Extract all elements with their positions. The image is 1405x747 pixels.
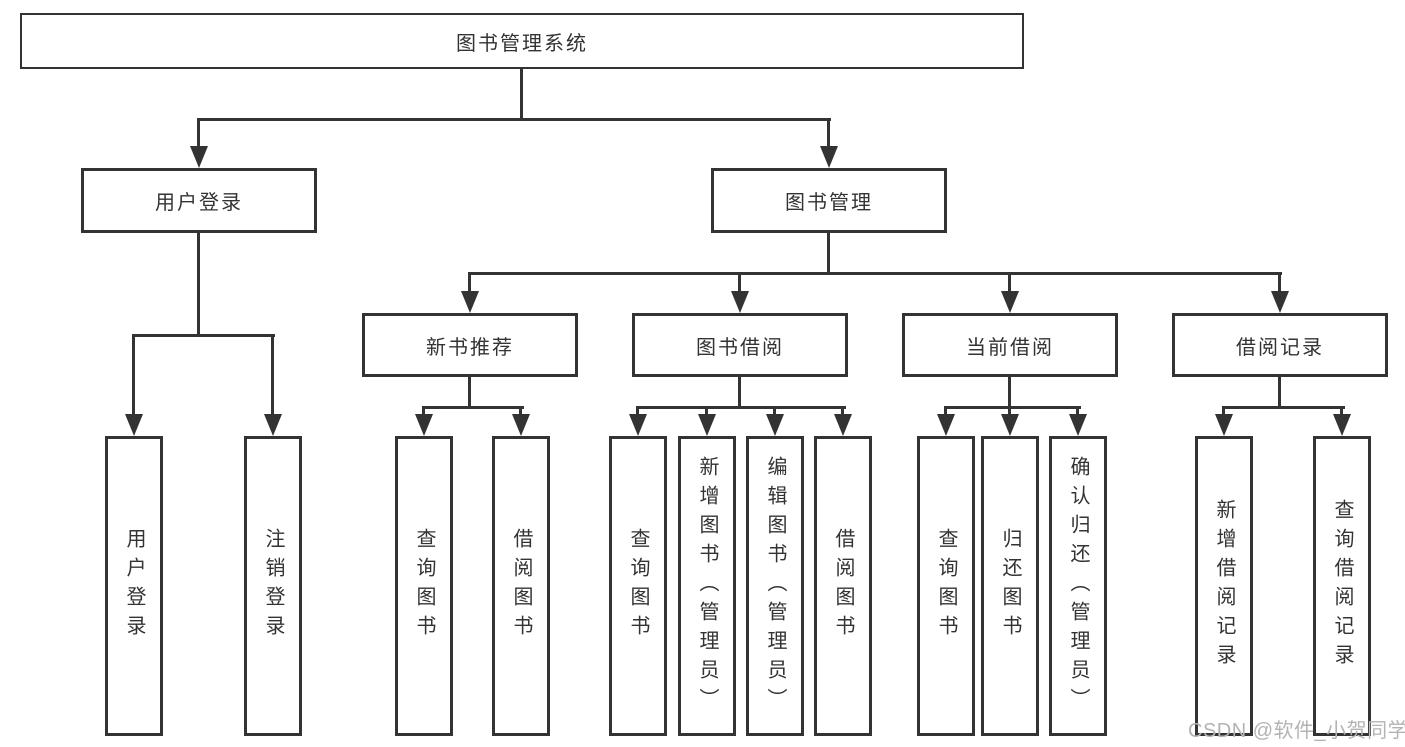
leaf-user-login: 用户登录 [105,436,163,736]
arrowhead-leaf [834,414,852,436]
arrowhead-book-borrow [731,291,749,313]
connector-stub [944,406,947,414]
arrowhead-leaf [1069,414,1087,436]
arrowhead-leaf [512,414,530,436]
connector-bookborrow-branch [636,406,846,409]
arrowhead-leaf-logout [264,414,282,436]
connector-currentborrow-drop [1008,377,1011,409]
node-label: 图书借阅 [696,336,784,359]
connector-userlogin-branch [132,334,275,337]
leaf-current-query-books: 查询图书 [917,436,975,736]
arrowhead-leaf-user-login [125,414,143,436]
leaf-newbook-borrow-books: 借阅图书 [492,436,550,736]
node-label: 查询图书 [627,528,649,644]
connector-stub [841,406,844,414]
leaf-records-query-record: 查询借阅记录 [1313,436,1371,736]
connector-to-book-mgmt [827,118,830,146]
arrowhead-current-borrow [1001,291,1019,313]
leaf-newbook-query-books: 查询图书 [395,436,453,736]
node-label: 新增借阅记录 [1213,499,1235,673]
connector-bookmgmt-branch [468,272,1282,275]
leaf-borrow-edit-books-admin: 编辑图书（管理员） [746,436,804,736]
connector-to-leaf-logout [271,334,274,414]
node-label: 图书管理系统 [456,32,588,55]
leaf-current-confirm-return-admin: 确认归还（管理员） [1049,436,1107,736]
arrowhead-user-login [190,146,208,168]
connector-stub [1008,406,1011,414]
node-label: 归还图书 [999,528,1021,644]
leaf-logout: 注销登录 [244,436,302,736]
arrowhead-leaf [1001,414,1019,436]
node-label: 借阅图书 [832,528,854,644]
node-current-borrow: 当前借阅 [902,313,1118,377]
connector-bookmgmt-drop [827,233,830,275]
connector-to-leaf-user-login [132,334,135,414]
node-label: 当前借阅 [966,336,1054,359]
node-label: 借阅记录 [1236,336,1324,359]
node-label: 借阅图书 [510,528,532,644]
leaf-borrow-add-books-admin: 新增图书（管理员） [678,436,736,736]
connector-stub [773,406,776,414]
arrowhead-leaf [1215,414,1233,436]
arrowhead-leaf [766,414,784,436]
connector-to-current-borrow [1008,272,1011,291]
arrowhead-book-mgmt [820,146,838,168]
node-user-login: 用户登录 [81,168,317,233]
node-label: 新书推荐 [426,336,514,359]
connector-borrowrecords-drop [1278,377,1281,409]
connector-currentborrow-branch [944,406,1081,409]
watermark: CSDN @软件_小贺同学 [1188,720,1405,742]
node-root: 图书管理系统 [20,13,1024,69]
connector-stub [636,406,639,414]
leaf-current-return-books: 归还图书 [981,436,1039,736]
arrowhead-leaf [415,414,433,436]
node-label: 确认归还（管理员） [1067,455,1089,717]
arrowhead-leaf [698,414,716,436]
connector-stub [1076,406,1079,414]
connector-newbookrec-branch [422,406,524,409]
node-label: 图书管理 [785,192,873,214]
node-label: 查询图书 [935,528,957,644]
leaf-borrow-query-books: 查询图书 [609,436,667,736]
arrowhead-leaf [937,414,955,436]
connector-bookborrow-drop [738,377,741,409]
node-label: 用户登录 [123,528,145,644]
connector-to-book-borrow [738,272,741,291]
node-new-book-recommend: 新书推荐 [362,313,578,377]
connector-root-branch [197,118,831,121]
connector-stub [422,406,425,414]
connector-borrowrecords-branch [1222,406,1345,409]
node-label: 注销登录 [262,528,284,644]
connector-stub [1340,406,1343,414]
node-label: 查询图书 [413,528,435,644]
connector-stub [519,406,522,414]
connector-to-borrow-records [1278,272,1281,291]
node-borrow-records: 借阅记录 [1172,313,1388,377]
node-label: 用户登录 [155,192,243,214]
node-label: 查询借阅记录 [1331,499,1353,673]
arrowhead-leaf [1333,414,1351,436]
connector-stub [1222,406,1225,414]
arrowhead-borrow-records [1271,291,1289,313]
node-book-management: 图书管理 [711,168,947,233]
connector-root-drop [520,69,523,118]
node-label: 新增图书（管理员） [696,455,718,717]
node-label: 编辑图书（管理员） [764,455,786,717]
connector-to-user-login [197,118,200,146]
node-book-borrow: 图书借阅 [632,313,848,377]
arrowhead-leaf [629,414,647,436]
connector-stub [705,406,708,414]
leaf-records-add-record: 新增借阅记录 [1195,436,1253,736]
arrowhead-new-book-rec [461,291,479,313]
connector-userlogin-drop [197,233,200,337]
leaf-borrow-borrow-books: 借阅图书 [814,436,872,736]
connector-to-new-book-rec [468,272,471,291]
connector-newbookrec-drop [468,377,471,409]
